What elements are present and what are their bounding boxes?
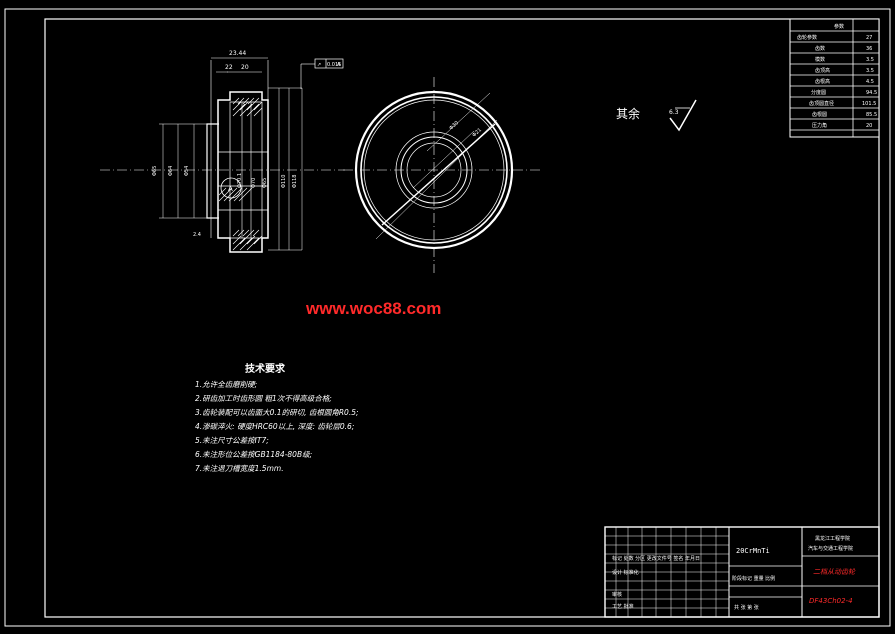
drawing-number: DF43Ch02-4 — [809, 597, 853, 605]
material-label: 20CrMnTi — [736, 547, 770, 555]
pitch-circle — [360, 96, 508, 244]
sheet-row: 共 张 第 张 — [734, 604, 759, 611]
datum-circle — [220, 177, 242, 199]
parameter-value-6: 94.5 — [866, 90, 877, 96]
title-left-row-3: 审核 — [612, 591, 622, 598]
hub-circle — [395, 131, 473, 209]
requirement-6: 6.未注形位公差按GB1184-80B级; — [195, 450, 312, 459]
parameter-name-7: 齿顶圆直径 — [809, 100, 834, 107]
parameter-name-2: 齿数 — [815, 45, 825, 52]
parameter-value-7: 101.5 — [862, 101, 876, 107]
outer-gear-circle — [354, 90, 514, 250]
left-dimension-phi-64: Φ64 — [168, 166, 174, 176]
middle-dimension-2: Φ70 — [251, 178, 257, 188]
hub-outline — [206, 123, 219, 219]
requirement-5: 5.未注尺寸公差按IT7; — [195, 436, 269, 445]
top-dimension-2: 20 — [241, 64, 249, 71]
left-dimension-phi-54: Φ54 — [184, 166, 190, 176]
inner-bore-circle — [406, 142, 462, 198]
parameter-value-8: 85.5 — [866, 112, 877, 118]
middle-dimension-3: Φ65 — [262, 178, 268, 188]
parameter-table-header: 参数 — [834, 23, 844, 30]
tolerance-symbol: ↗ — [317, 62, 321, 68]
left-dimension-phi-65: Φ65 — [152, 166, 158, 176]
bottom-hatching — [232, 229, 263, 251]
parameter-value-5: 4.5 — [866, 79, 874, 85]
parameter-value-4: 3.5 — [866, 68, 874, 74]
middle-dimension-1: Φ70.1 — [237, 173, 243, 188]
roughness-value: 6.3 — [669, 109, 679, 116]
datum-label-a: A — [228, 185, 233, 193]
gear-parameter-table: 参数 齿轮参数 27 齿数 36 模数 3.5 齿顶高 3.5 齿根高 4.5 … — [789, 18, 880, 138]
part-name: 二档从动齿轮 — [813, 568, 856, 576]
gear-outline — [217, 91, 269, 253]
requirement-3: 3.齿轮装配可以齿面大0.1的研切, 齿根圆角R0.5; — [195, 408, 359, 417]
parameter-table-frame — [789, 18, 880, 138]
left-table-grid — [605, 527, 729, 617]
technical-requirements: 技术要求 1.允许全齿磨削硬; 2.研齿加工时齿形圆 粗1次不得高级合格; 3.… — [195, 362, 359, 473]
top-dimension-1: 23.44 — [229, 50, 246, 57]
requirements-title: 技术要求 — [245, 362, 286, 375]
requirement-4: 4.渗碳淬火: 硬度HRC60以上, 深度: 齿轮层0.6; — [195, 422, 354, 431]
title-block: 20CrMnTi 黑龙江工程学院 汽车与交通工程学院 二档从动齿轮 DF43Ch… — [604, 526, 880, 618]
tolerance-value: 0.015 — [327, 62, 341, 68]
gear-section-view: A 23.44 20 22 Φ65 Φ64 Φ54 2.4 Φ70.1 Φ70 … — [100, 50, 345, 253]
lower-left-dimension: 2.4 — [193, 232, 201, 238]
process-row: 阶段标记 重量 比例 — [732, 575, 775, 582]
title-left-row-2: 设计 标准化 — [612, 569, 639, 576]
diagonal-dimension-line — [381, 123, 496, 226]
bore-hatching — [218, 187, 253, 202]
requirement-1: 1.允许全齿磨削硬; — [195, 380, 257, 389]
top-hatching — [232, 97, 263, 117]
right-dimension-phi-118: Φ118 — [292, 175, 298, 188]
parameter-name-6: 分度圆 — [811, 89, 826, 96]
outer-border — [4, 8, 891, 627]
circle-dimension-1: Φ30 — [448, 120, 460, 131]
inner-border — [44, 18, 880, 618]
school-name: 黑龙江工程学院 — [815, 535, 850, 542]
parameter-name-4: 齿顶高 — [815, 67, 830, 74]
root-circle — [363, 99, 505, 241]
top-dimension-3: 22 — [225, 64, 233, 71]
website-watermark: www.woc88.com — [305, 299, 441, 318]
diagonal-dimension-line-3 — [426, 92, 491, 152]
diagonal-dimension-line-4 — [412, 130, 475, 189]
department-name: 汽车与交通工程学院 — [808, 545, 853, 552]
parameter-name-9: 压力角 — [812, 122, 827, 129]
gear-inner-outline — [229, 101, 263, 239]
roughness-label: 其余 — [616, 106, 640, 121]
gear-front-view: Φ30 Φ21 — [343, 77, 542, 273]
parameter-value-1: 27 — [866, 35, 872, 41]
parameter-value-9: 20 — [866, 123, 872, 129]
parameter-value-2: 36 — [866, 46, 872, 52]
tolerance-datum: A — [337, 62, 341, 68]
circle-dimension-2: Φ21 — [471, 127, 483, 138]
title-left-row-1: 标记 处数 分区 更改文件号 签名 年月日 — [612, 555, 700, 562]
parameter-name-8: 齿根圆 — [812, 111, 827, 118]
title-left-row-4: 工艺 批准 — [612, 603, 634, 610]
parameter-name-5: 齿根高 — [815, 78, 830, 85]
roughness-check-icon — [669, 99, 697, 132]
parameter-name-3: 模数 — [815, 56, 825, 63]
bore-circle — [400, 136, 468, 204]
requirement-2: 2.研齿加工时齿形圆 粗1次不得高级合格; — [195, 394, 332, 403]
diagonal-dimension-line-2 — [375, 119, 498, 240]
requirement-7: 7.未注退刀槽宽度1.5mm. — [195, 464, 284, 473]
parameter-name-1: 齿轮参数 — [797, 34, 817, 41]
roughness-note: 其余 6.3 — [616, 99, 697, 132]
parameter-value-3: 3.5 — [866, 57, 874, 63]
geometric-tolerance-frame — [314, 58, 344, 69]
right-dimension-phi-110: Φ110 — [281, 175, 287, 188]
